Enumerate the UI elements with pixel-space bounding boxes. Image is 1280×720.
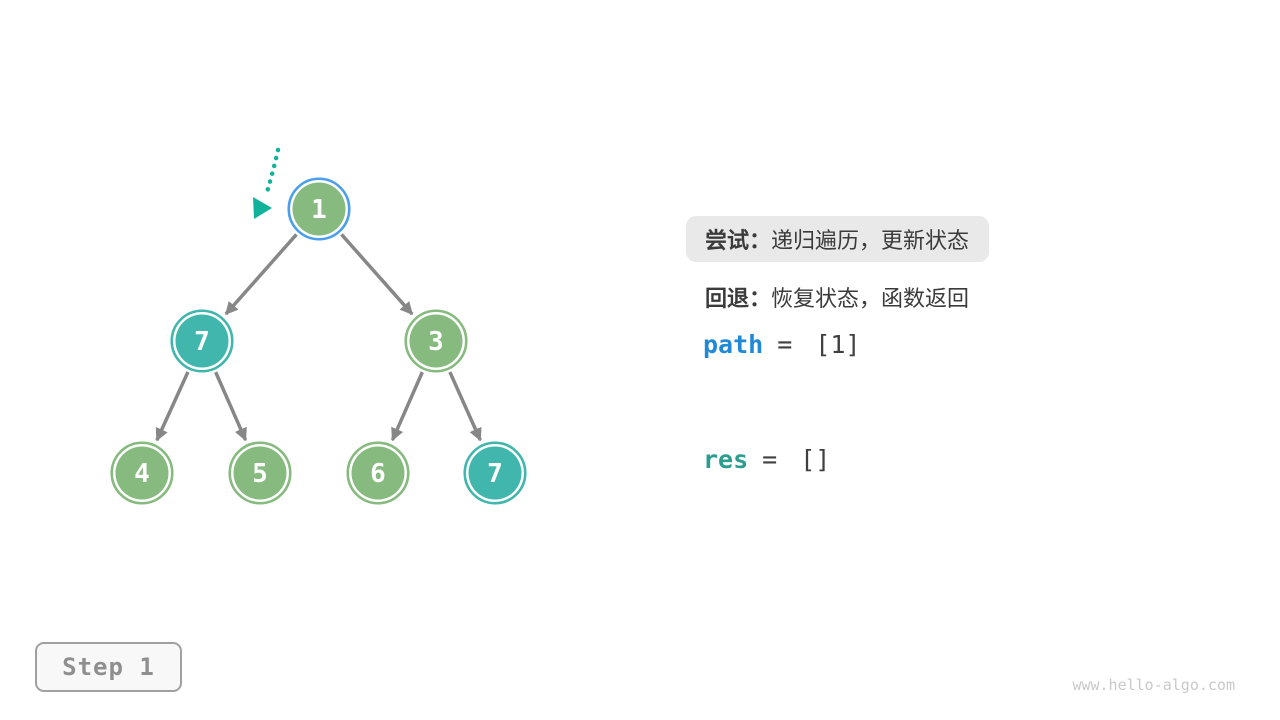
watermark: www.hello-algo.com (1072, 676, 1235, 694)
current-pointer-dotted-line (264, 147, 281, 195)
try-text: 递归遍历，更新状态 (771, 228, 970, 253)
try-label: 尝试： (705, 228, 772, 253)
binary-tree-diagram: 1 7 3 4 5 6 7 (60, 120, 580, 520)
tree-node-label: 4 (134, 459, 150, 489)
tree-node-7: 7 (170, 309, 234, 373)
tree-node-label: 7 (194, 327, 210, 357)
res-variable-name: res (703, 445, 749, 474)
path-variable-value: = [1] (777, 330, 861, 359)
tree-edge-n3-n7R (448, 371, 482, 442)
try-highlight-line: 尝试：递归遍历，更新状态 (686, 216, 990, 262)
tree-edge-n1-n3 (340, 233, 414, 316)
tree-node-label: 6 (370, 459, 386, 489)
tree-edge-n1-n7L (224, 233, 298, 316)
tree-node-label: 7 (487, 459, 503, 489)
backtrack-text: 恢复状态，函数返回 (771, 286, 970, 311)
tree-node-6: 6 (346, 441, 410, 505)
tree-node-label: 5 (252, 459, 268, 489)
backtrack-label: 回退： (705, 286, 772, 311)
tree-edge-n7L-n5 (214, 371, 248, 442)
tree-node-4: 4 (110, 441, 174, 505)
step-badge: Step 1 (35, 642, 182, 692)
tree-node-label: 1 (311, 195, 327, 225)
tree-node-1-current: 1 (287, 177, 351, 241)
tree-node-5: 5 (228, 441, 292, 505)
current-pointer-arrowhead-icon (253, 197, 272, 219)
tree-node-7: 7 (463, 441, 527, 505)
tree-edge-n7L-n4 (155, 371, 190, 442)
tree-node-label: 3 (428, 327, 444, 357)
binary-tree-svg: 1 7 3 4 5 6 7 (110, 147, 527, 505)
path-variable-name: path (703, 330, 764, 359)
backtrack-line: 回退：恢复状态，函数返回 (705, 281, 969, 313)
res-variable-line: res = [] (703, 445, 830, 474)
tree-node-3: 3 (404, 309, 468, 373)
path-variable-line: path = [1] (703, 330, 860, 359)
res-variable-value: = [] (762, 445, 831, 474)
tree-edge-n3-n6 (390, 371, 424, 442)
